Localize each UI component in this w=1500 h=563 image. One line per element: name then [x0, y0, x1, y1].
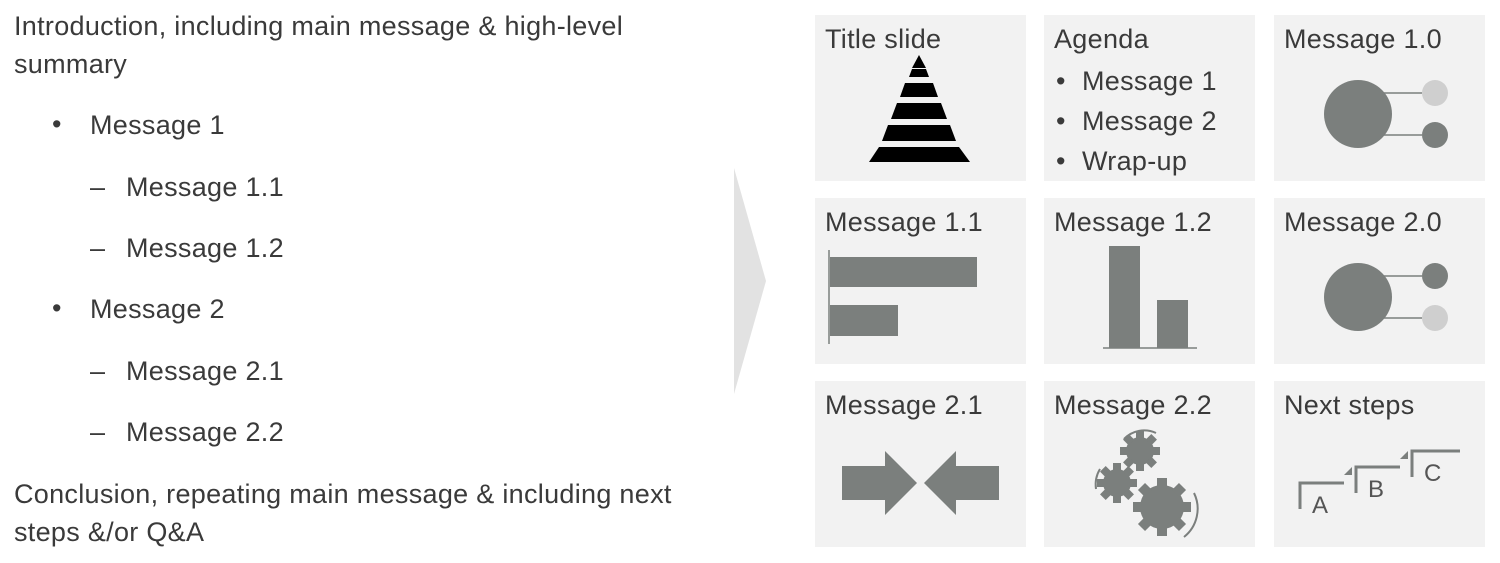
- slide-tile-message-1-1: Message 1.1: [815, 198, 1026, 364]
- slide-tile-title: Title slide: [815, 15, 1026, 181]
- bullet-icon: •: [1056, 146, 1066, 176]
- horizontal-bar-chart-icon: [828, 250, 977, 344]
- slide-title: Message 2.2: [1054, 390, 1212, 420]
- agenda-item-label: Message 2: [1082, 106, 1217, 136]
- slide-title: Message 1.1: [825, 207, 983, 237]
- dash-icon: –: [90, 417, 106, 447]
- slide-title: Message 1.0: [1284, 24, 1442, 54]
- step-c-label: C: [1424, 460, 1441, 487]
- step-a-label: A: [1312, 492, 1328, 519]
- vertical-bar-chart-icon: [1103, 246, 1197, 349]
- conclusion-text: Conclusion, repeating main message & inc…: [14, 479, 672, 547]
- circle-branch-icon: [1324, 80, 1448, 148]
- chevron-arrow-icon: [734, 168, 766, 394]
- message-1-1-label: Message 1.1: [126, 172, 284, 202]
- agenda-item: • Message 2: [1054, 101, 1217, 141]
- agenda-item: • Message 1: [1054, 61, 1217, 101]
- message-2-2-label: Message 2.2: [126, 417, 284, 447]
- bullet-icon: •: [1056, 106, 1066, 136]
- bullet-icon: •: [52, 109, 62, 139]
- slide-title: Agenda: [1054, 24, 1149, 54]
- slide-title: Title slide: [825, 24, 942, 54]
- dash-icon: –: [90, 356, 106, 386]
- pyramid-icon: [869, 55, 970, 162]
- slide-tile-message-2-2: Message 2.2: [1044, 381, 1255, 547]
- agenda-list: • Message 1 • Message 2 • Wrap-up: [1054, 61, 1217, 181]
- slide-tile-message-2-1: Message 2.1: [815, 381, 1026, 547]
- step-b-label: B: [1368, 476, 1384, 503]
- agenda-item: • Wrap-up: [1054, 141, 1217, 181]
- message-1-2-label: Message 1.2: [126, 233, 284, 263]
- intro-text: Introduction, including main message & h…: [14, 11, 624, 79]
- dash-icon: –: [90, 172, 106, 202]
- converging-arrows-icon: [842, 451, 999, 515]
- slide-tile-message-2-0: Message 2.0: [1274, 198, 1485, 364]
- message-1-label: Message 1: [90, 110, 225, 140]
- message-2-1-label: Message 2.1: [126, 356, 284, 386]
- slide-title: Message 1.2: [1054, 207, 1212, 237]
- slide-tile-next-steps: Next steps A B C: [1274, 381, 1485, 547]
- dash-icon: –: [90, 233, 106, 263]
- steps-icon: A B C: [1298, 449, 1460, 519]
- bullet-icon: •: [1056, 66, 1066, 96]
- gears-icon: [1094, 429, 1199, 538]
- slide-tile-agenda: Agenda • Message 1 • Message 2 • Wrap-up: [1044, 15, 1255, 181]
- agenda-item-label: Wrap-up: [1082, 146, 1188, 176]
- slide-tile-message-1-2: Message 1.2: [1044, 198, 1255, 364]
- slide-title: Message 2.0: [1284, 207, 1442, 237]
- slide-title: Message 2.1: [825, 390, 983, 420]
- bullet-icon: •: [52, 293, 62, 323]
- message-2-label: Message 2: [90, 294, 225, 324]
- circle-branch-icon: [1324, 263, 1448, 331]
- slide-tile-message-1-0: Message 1.0: [1274, 15, 1485, 181]
- agenda-item-label: Message 1: [1082, 66, 1217, 96]
- presentation-outline: Introduction, including main message & h…: [0, 0, 700, 563]
- slide-title: Next steps: [1284, 390, 1415, 420]
